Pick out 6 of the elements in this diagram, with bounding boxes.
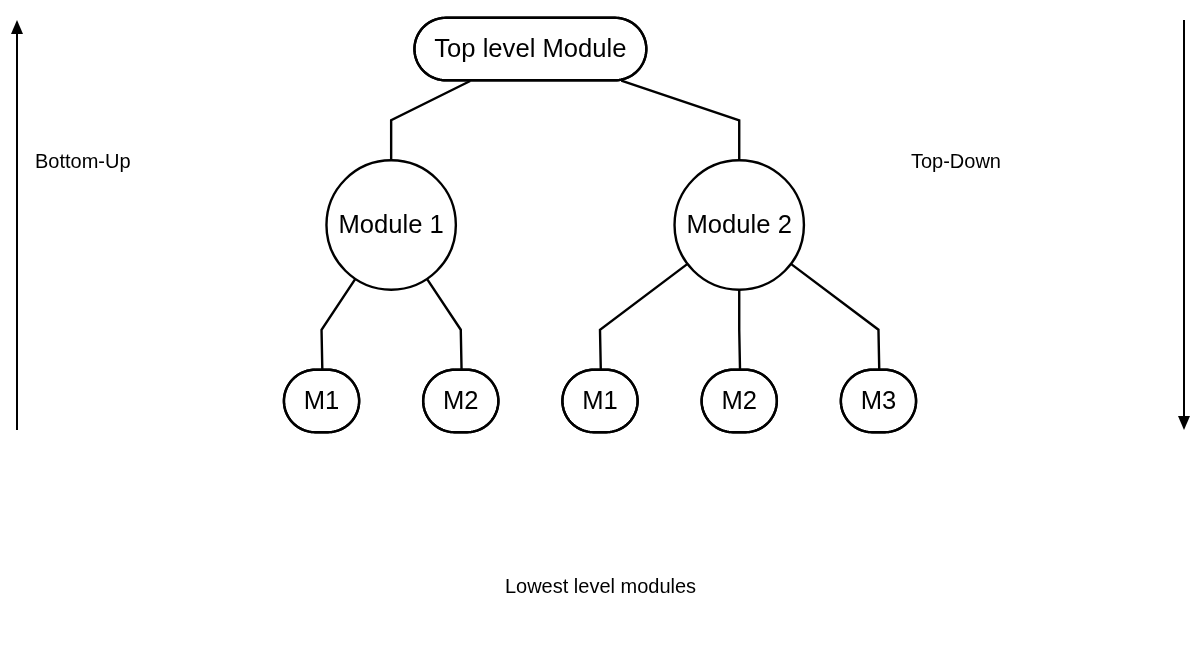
connector bbox=[620, 79, 741, 161]
direction-label: Bottom-Up bbox=[35, 150, 131, 173]
caption-text: Lowest level modules bbox=[504, 575, 697, 597]
node-circle: Module 2 bbox=[673, 159, 806, 291]
direction-label: Top-Down bbox=[910, 150, 1001, 173]
node-circle: Module 1 bbox=[325, 159, 458, 291]
